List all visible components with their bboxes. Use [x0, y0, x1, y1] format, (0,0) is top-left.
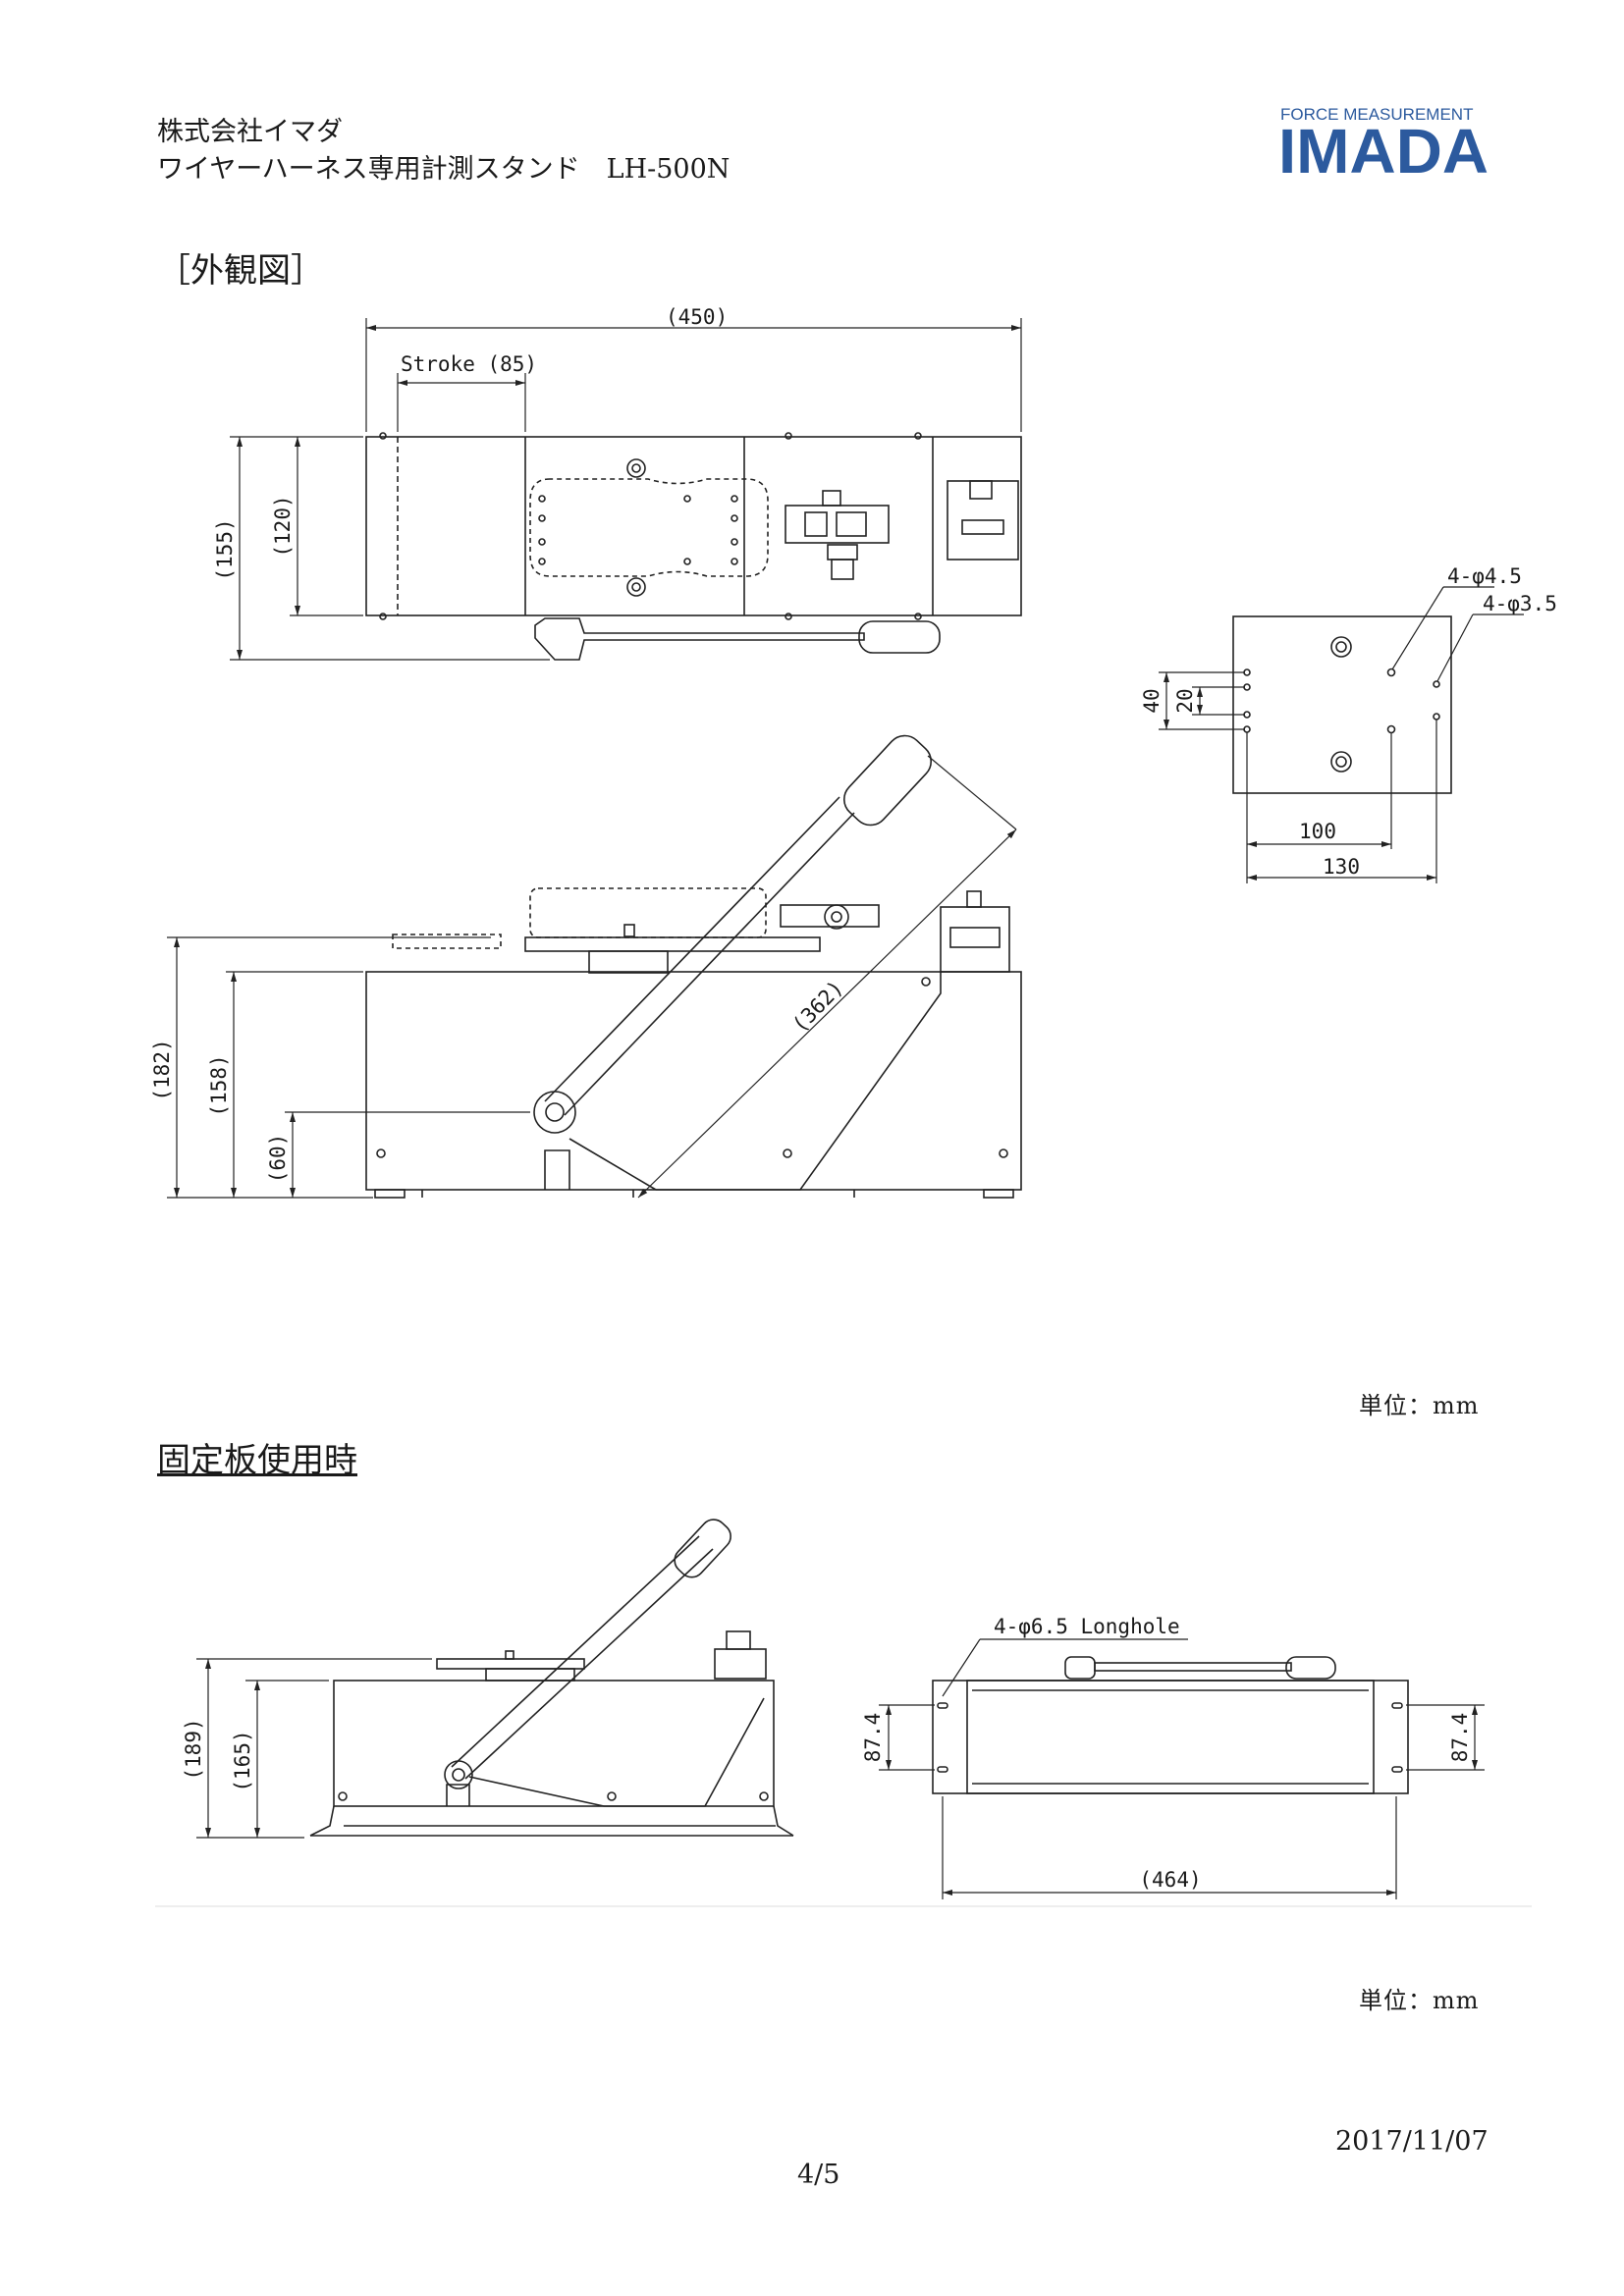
company-name: 株式会社イマダ: [157, 117, 343, 147]
dim-pitch-130: 130: [1323, 855, 1360, 879]
fixed-plate-top-view: [932, 1656, 1409, 1794]
fixed-plate-side-view: [309, 1519, 794, 1837]
dim-height-overall: (182): [150, 1039, 174, 1100]
dim-stroke: Stroke (85): [401, 352, 537, 376]
fixed-plate-top-dimensions: [879, 1638, 1485, 1899]
top-view: [365, 432, 1022, 661]
logo-brand: IMADA: [1278, 116, 1489, 187]
dimension-labels: (450) Stroke (85) (155) (120) 4-φ4.5 4-φ…: [150, 305, 1557, 1892]
dim-slot-pitch-left: 87.4: [861, 1713, 885, 1763]
dim-depth-body: (120): [271, 495, 295, 557]
dim-holes-large: 4-φ4.5: [1447, 564, 1522, 588]
side-view: [365, 734, 1022, 1199]
document-date: 2017/11/07: [1335, 2126, 1489, 2157]
document-title: ワイヤーハーネス専用計測スタンド LH-500N: [157, 154, 731, 185]
dim-depth-overall: (155): [213, 518, 237, 580]
dim-overall-length: (464): [1139, 1868, 1201, 1892]
imada-logo: FORCE MEASUREMENT IMADA: [1278, 105, 1489, 187]
dim-fixed-height-overall: (189): [182, 1718, 205, 1780]
dim-pitch-20: 20: [1173, 688, 1197, 713]
dim-holes-small: 4-φ3.5: [1483, 592, 1557, 615]
dim-lever-length: (362): [787, 976, 847, 1037]
dim-height-body: (158): [207, 1054, 231, 1116]
page-number: 4/5: [797, 2160, 840, 2190]
unit-label-2: 単位：mm: [1359, 1987, 1480, 2014]
dim-pivot-height: (60): [266, 1134, 290, 1184]
dim-pitch-40: 40: [1140, 688, 1164, 713]
fixed-plate-side-dimensions: [196, 1658, 432, 1839]
dim-slot-pitch-right: 87.4: [1448, 1713, 1472, 1763]
base-plate-view: [1159, 586, 1524, 883]
unit-label-1: 単位：mm: [1359, 1392, 1480, 1419]
section-title-fixed-plate: 固定板使用時: [157, 1441, 357, 1480]
dim-pitch-100: 100: [1299, 820, 1336, 843]
dim-longhole: 4-φ6.5 Longhole: [994, 1615, 1180, 1638]
side-view-dimensions: [167, 755, 1017, 1199]
top-view-dimensions: [230, 318, 1022, 661]
dim-overall-width: (450): [666, 305, 728, 329]
section-title-exterior: ［外観図］: [157, 251, 324, 291]
dim-fixed-height-body: (165): [231, 1730, 254, 1791]
logo-tagline: FORCE MEASUREMENT: [1280, 105, 1473, 124]
